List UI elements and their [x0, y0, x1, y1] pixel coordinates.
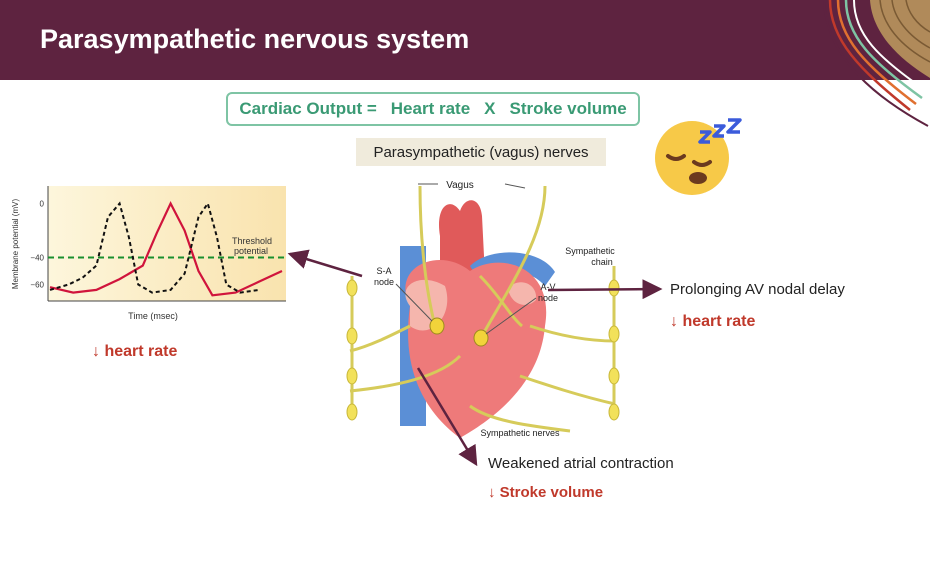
page-title: Parasympathetic nervous system — [40, 24, 470, 54]
arrow-to-chart — [287, 249, 363, 278]
heart-innervation-diagram: Vagus S-A node A-V node Sympathetic chai… — [346, 180, 620, 438]
vagus-nerves — [349, 185, 616, 433]
sleepy-face-icon — [655, 118, 742, 195]
threshold-label-1: Threshold — [232, 236, 272, 246]
action-potential-chart: Threshold potential 0 −40 −60 Time (msec… — [11, 186, 286, 321]
sympathetic-chain-label-1: Sympathetic — [565, 246, 615, 256]
atrial-contraction-text: Weakened atrial contraction — [488, 455, 674, 472]
formula-heart-rate: Heart rate — [390, 99, 471, 118]
formula-multiply: X — [484, 99, 496, 118]
sa-node — [429, 317, 445, 335]
sympathetic-ganglia — [346, 279, 620, 421]
formula-stroke-volume: Stroke volume — [509, 99, 627, 118]
y-tick-0: 0 — [40, 200, 45, 209]
av-node-label-1: A-V — [540, 282, 555, 292]
arrow-to-atrial — [416, 367, 478, 467]
av-nodal-delay-text: Prolonging AV nodal delay — [670, 281, 845, 298]
left-heart-rate-effect: ↓ heart rate — [92, 343, 178, 360]
threshold-label-2: potential — [234, 246, 268, 256]
sa-node-label-2: node — [374, 277, 394, 287]
decorative-stripes-icon — [823, 0, 930, 127]
normal-potential-line — [49, 201, 283, 297]
aorta — [439, 200, 485, 276]
formula-lhs: Cardiac Output = — [239, 99, 377, 118]
title-bar: Parasympathetic nervous system — [0, 0, 930, 127]
left-atrium — [508, 282, 537, 305]
faster-potential-line — [49, 201, 259, 294]
parasympathetic-nerves-label: Parasympathetic (vagus) nerves — [356, 138, 606, 166]
cardiac-output-formula: Cardiac Output = Heart rate X Stroke vol… — [226, 92, 640, 126]
sympathetic-chain-label-2: chain — [591, 257, 613, 267]
plot-area — [48, 186, 286, 301]
sa-node-label-1: S-A — [376, 266, 391, 276]
x-axis-label: Time (msec) — [128, 311, 178, 321]
stroke-volume-effect: ↓ Stroke volume — [488, 484, 604, 501]
y-tick-neg40: −40 — [30, 254, 44, 263]
y-axis-label: Membrane potential (mV) — [11, 199, 20, 290]
sympathetic-nerves-label: Sympathetic nerves — [480, 428, 560, 438]
y-tick-neg60: −60 — [30, 281, 44, 290]
av-node — [473, 329, 489, 347]
right-heart-rate-effect: ↓ heart rate — [670, 313, 756, 330]
arrow-to-av-delay — [547, 279, 663, 300]
vagus-label: Vagus — [446, 180, 474, 191]
av-node-label-2: node — [538, 293, 558, 303]
